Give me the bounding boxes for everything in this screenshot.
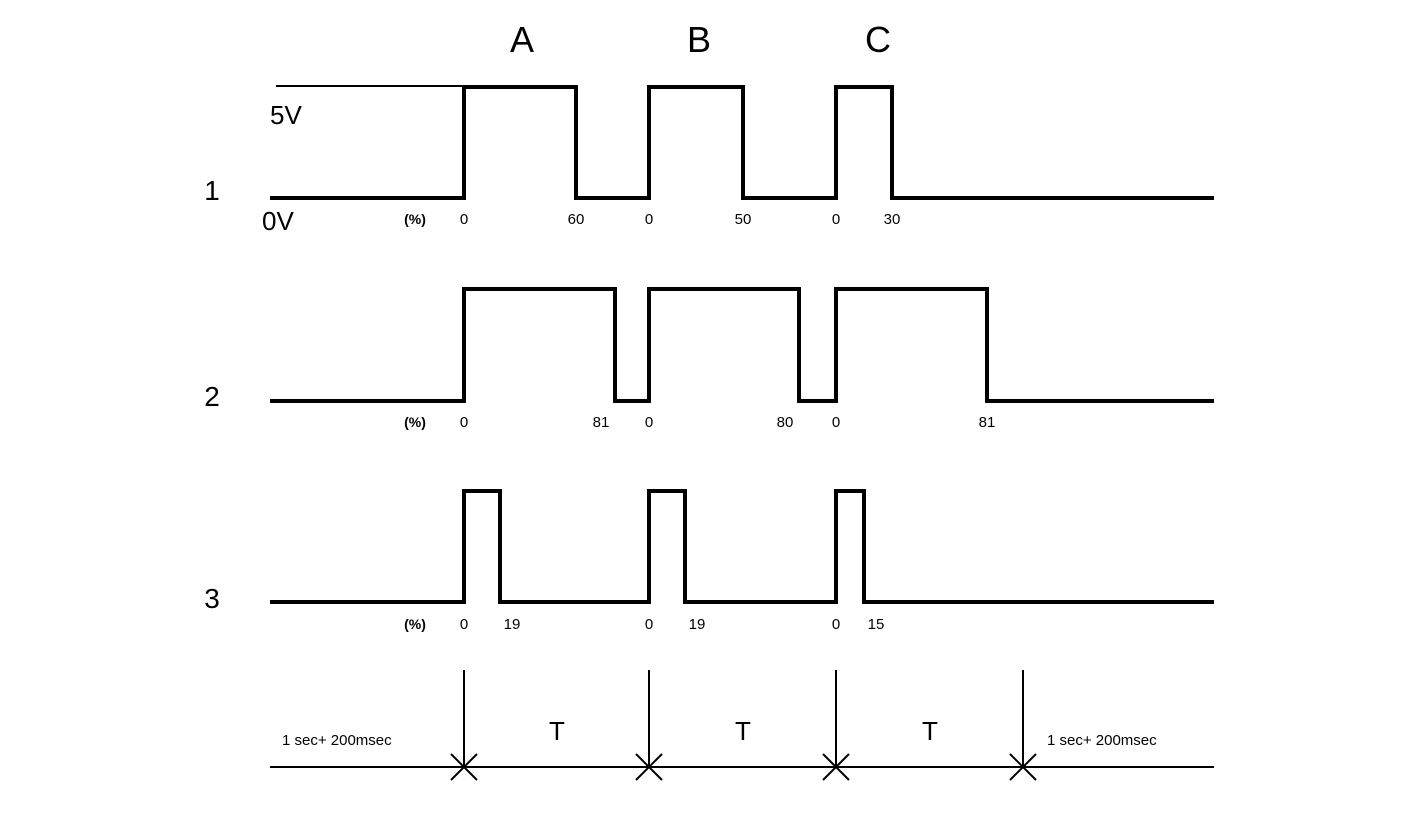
signal-1-label-c-start: 0 (832, 211, 840, 228)
signal-1-waveform (270, 85, 1214, 200)
signal-1-label-b-start: 0 (645, 211, 653, 228)
signal-3-label-b-end: 19 (689, 616, 706, 633)
signal-2-label-b-end: 80 (777, 414, 794, 431)
low-voltage-label: 0V (262, 206, 294, 236)
voltage-reference: 5V 0V (262, 85, 462, 236)
row-numbers: 1 2 3 (204, 175, 220, 614)
period-a-label: T (549, 716, 565, 746)
period-c-label: T (922, 716, 938, 746)
signal-1-label-b-end: 50 (735, 211, 752, 228)
leading-duration-label: 1 sec+ 200msec (282, 732, 392, 749)
section-headings: A B C (510, 19, 891, 60)
signal-2-label-c-end: 81 (979, 414, 996, 431)
signal-2-percent-unit: (%) (404, 414, 426, 430)
section-a-heading: A (510, 19, 534, 60)
signal-1-duty-labels: 0 60 0 50 0 30 (460, 211, 901, 228)
section-c-heading: C (865, 19, 891, 60)
signal-1-label-a-end: 60 (568, 211, 585, 228)
timing-axis: T T T 1 sec+ 200msec 1 sec+ 200msec (270, 670, 1214, 781)
signal-3-label-a-start: 0 (460, 616, 468, 633)
boundary-marker-c-start (822, 753, 850, 781)
signal-3-label-c-start: 0 (832, 616, 840, 633)
signal-2-row-number: 2 (204, 381, 220, 412)
signal-3-duty-labels: 0 19 0 19 0 15 (460, 616, 885, 633)
signal-2-label-c-start: 0 (832, 414, 840, 431)
signal-2-label-a-end: 81 (593, 414, 610, 431)
signal-1-percent-unit: (%) (404, 211, 426, 227)
trailing-duration-label: 1 sec+ 200msec (1047, 732, 1157, 749)
signal-2-label-a-start: 0 (460, 414, 468, 431)
signal-3-waveform (270, 489, 1214, 604)
signal-3-label-c-end: 15 (868, 616, 885, 633)
waveforms (270, 85, 1214, 604)
section-b-heading: B (687, 19, 711, 60)
high-voltage-label: 5V (270, 100, 302, 130)
signal-2-duty-labels: 0 81 0 80 0 81 (460, 414, 996, 431)
signal-3-label-a-end: 19 (504, 616, 521, 633)
boundary-marker-b-start (635, 753, 663, 781)
signal-2-waveform (270, 287, 1214, 403)
boundary-marker-a-start (450, 753, 478, 781)
percent-unit-labels: (%) (%) (%) (404, 211, 426, 632)
signal-1-label-a-start: 0 (460, 211, 468, 228)
signal-1-label-c-end: 30 (884, 211, 901, 228)
signal-3-row-number: 3 (204, 583, 220, 614)
boundary-marker-c-end (1009, 753, 1037, 781)
signal-2-label-b-start: 0 (645, 414, 653, 431)
signal-1-row-number: 1 (204, 175, 220, 206)
signal-3-label-b-start: 0 (645, 616, 653, 633)
signal-3-percent-unit: (%) (404, 616, 426, 632)
period-b-label: T (735, 716, 751, 746)
